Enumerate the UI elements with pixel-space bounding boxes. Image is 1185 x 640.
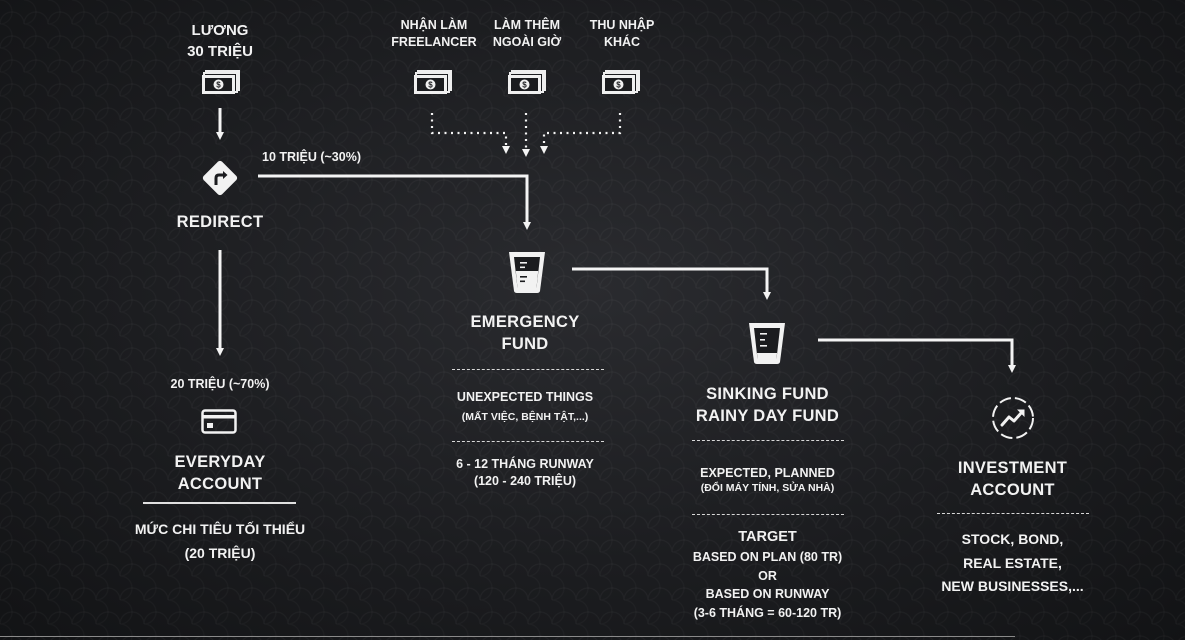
investment-title: INVESTMENT ACCOUNT [930,457,1095,501]
salary-label-line2: 30 TRIỆU [187,43,253,60]
sinking-expected: EXPECTED, PLANNED (ĐỔI MÁY TÍNH, SỬA NHÀ… [660,465,875,497]
sinking-expected-line2: (ĐỔI MÁY TÍNH, SỬA NHÀ) [700,482,835,494]
everyday-divider [143,502,296,504]
emergency-unexpected-line1: UNEXPECTED THINGS [456,390,594,404]
measuring-cup-icon [509,252,545,293]
everyday-description: MỨC CHI TIÊU TỐI THIỂU (20 TRIỆU) [110,517,330,565]
money-stack-icon: $ [602,70,640,94]
sinking-target-details: BASED ON PLAN (80 TR) OR BASED ON RUNWAY… [650,548,885,622]
measuring-cup-icon [749,323,785,364]
svg-text:$: $ [522,81,527,90]
sinking-expected-line1: EXPECTED, PLANNED [700,466,835,480]
investment-divider [937,513,1089,514]
investment-example-2: REAL ESTATE, [963,554,1062,571]
money-stack-icon: $ [202,70,240,94]
money-stack-icon: $ [414,70,452,94]
redirect-to-emergency-label: 10 TRIỆU (~30%) [262,150,361,164]
everyday-desc-line2: (20 TRIỆU) [184,545,256,561]
arrow-sinking-to-investment [818,338,1016,373]
income-other-label: THU NHẬP KHÁC [572,17,672,51]
income-overtime-line1: LÀM THÊM [494,18,560,32]
dotted-other-income-feed [540,113,622,154]
sinking-title: SINKING FUND RAINY DAY FUND [680,383,855,427]
sinking-target-line2: OR [758,568,777,583]
investment-example-1: STOCK, BOND, [961,531,1064,547]
arrow-redirect-to-emergency [258,174,531,230]
income-other-line2: KHÁC [603,35,641,49]
sinking-target-label: TARGET [738,529,797,545]
turn-right-sign-icon [202,160,238,196]
redirect-label: REDIRECT [176,213,264,231]
everyday-desc-line1: MỨC CHI TIÊU TỐI THIỂU [134,521,306,537]
investment-title-line1: INVESTMENT [957,459,1068,477]
emergency-unexpected: UNEXPECTED THINGS (MẤT VIỆC, BỆNH TẬT,..… [420,389,630,426]
redirect-to-everyday-label: 20 TRIỆU (~70%) [170,377,270,391]
credit-card-icon [201,409,237,434]
emergency-divider-1 [452,369,604,370]
emergency-title-line2: FUND [501,335,549,353]
emergency-unexpected-line2: (MẤT VIỆC, BỆNH TẬT,...) [461,411,589,423]
svg-text:$: $ [616,81,621,90]
everyday-title-line2: ACCOUNT [177,475,263,493]
income-freelancer-line2: FREELANCER [391,35,477,49]
sinking-divider-2 [692,514,844,515]
bottom-rule [0,636,1015,637]
sinking-title-line2: RAINY DAY FUND [695,407,840,425]
emergency-divider-2 [452,441,604,442]
emergency-title: EMERGENCY FUND [440,311,610,355]
sinking-target-line4: (3-6 THÁNG = 60-120 TR) [693,605,842,620]
sinking-title-line1: SINKING FUND [706,385,829,403]
salary-label: LƯƠNG 30 TRIỆU [170,20,270,62]
income-other-line1: THU NHẬP [589,18,655,32]
investment-example-3: NEW BUSINESSES,... [941,578,1084,594]
investment-examples: STOCK, BOND, REAL ESTATE, NEW BUSINESSES… [910,528,1115,599]
income-overtime-line2: NGOÀI GIỜ [492,35,562,49]
everyday-title: EVERYDAY ACCOUNT [140,451,300,495]
income-freelancer-label: NHẬN LÀM FREELANCER [384,17,484,51]
arrow-emergency-to-sinking [572,267,771,300]
emergency-runway-line2: (120 - 240 TRIỆU) [473,474,577,488]
income-freelancer-line1: NHẬN LÀM [400,18,468,32]
trending-up-icon [992,397,1034,439]
everyday-title-line1: EVERYDAY [174,453,266,471]
svg-text:$: $ [216,81,221,90]
sinking-target-line1: BASED ON PLAN (80 TR) [692,550,843,564]
salary-label-line1: LƯƠNG [191,22,249,39]
emergency-runway: 6 - 12 THÁNG RUNWAY (120 - 240 TRIỆU) [420,456,630,490]
emergency-title-line1: EMERGENCY [470,313,580,331]
svg-text:$: $ [428,81,433,90]
investment-title-line2: ACCOUNT [970,481,1055,499]
sinking-target-line3: BASED ON RUNWAY [705,587,830,601]
income-overtime-label: LÀM THÊM NGOÀI GIỜ [477,17,577,51]
money-stack-icon: $ [508,70,546,94]
emergency-runway-line1: 6 - 12 THÁNG RUNWAY [456,457,594,471]
dotted-freelancer-feed [430,113,510,154]
sinking-divider-1 [692,440,844,441]
